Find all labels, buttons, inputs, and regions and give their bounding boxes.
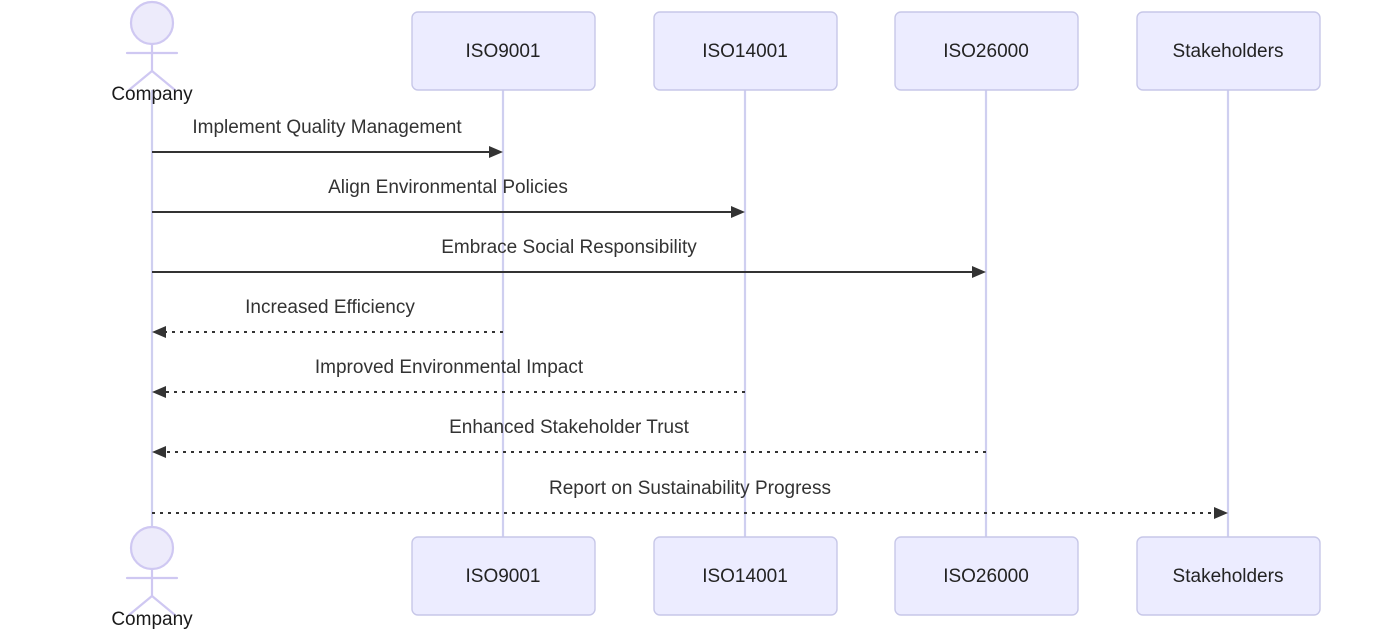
actor-head-icon xyxy=(129,0,175,46)
participant-box-iso9001-top[interactable]: ISO9001 xyxy=(411,11,596,91)
actor-leg-right-line xyxy=(150,69,177,92)
participant-box-rect xyxy=(1136,11,1321,91)
actor-leg-left-line xyxy=(127,594,154,617)
participant-boxes-top: ISO9001 ISO14001 ISO26000 Stakeholders xyxy=(411,11,1321,91)
actor-leg-left-line xyxy=(127,69,154,92)
participant-label-iso14001-top: ISO14001 xyxy=(702,41,788,62)
participant-box-rect xyxy=(653,11,838,91)
participant-box-rect xyxy=(411,536,596,616)
actor-label-company-top: Company xyxy=(111,84,193,105)
participant-label-iso26000-bottom: ISO26000 xyxy=(943,566,1029,587)
message-2[interactable]: Align Environmental Policies xyxy=(152,177,745,218)
message-label-5: Improved Environmental Impact xyxy=(315,357,584,378)
arrowhead-right-2 xyxy=(731,206,745,218)
participant-box-rect xyxy=(653,536,838,616)
participant-box-iso14001-top[interactable]: ISO14001 xyxy=(653,11,838,91)
participant-box-iso9001-bottom[interactable]: ISO9001 xyxy=(411,536,596,616)
participant-box-iso14001-bottom[interactable]: ISO14001 xyxy=(653,536,838,616)
participant-label-iso26000-top: ISO26000 xyxy=(943,41,1029,62)
participant-box-iso26000-bottom[interactable]: ISO26000 xyxy=(894,536,1079,616)
participant-box-stakeholders-bottom[interactable]: Stakeholders xyxy=(1136,536,1321,616)
participant-label-stakeholders-bottom: Stakeholders xyxy=(1173,566,1284,587)
participant-box-rect xyxy=(1136,536,1321,616)
participant-box-rect xyxy=(894,11,1079,91)
actor-company-bottom[interactable]: Company xyxy=(111,525,193,629)
message-5[interactable]: Improved Environmental Impact xyxy=(152,357,745,398)
participant-box-stakeholders-top[interactable]: Stakeholders xyxy=(1136,11,1321,91)
actor-label-company-bottom: Company xyxy=(111,609,193,629)
arrowhead-right-7 xyxy=(1214,507,1228,519)
message-7[interactable]: Report on Sustainability Progress xyxy=(152,478,1228,519)
actor-leg-right-line xyxy=(150,594,177,617)
arrowhead-left-6 xyxy=(152,446,166,458)
message-3[interactable]: Embrace Social Responsibility xyxy=(152,237,986,278)
participant-label-iso14001-bottom: ISO14001 xyxy=(702,566,788,587)
participant-box-iso26000-top[interactable]: ISO26000 xyxy=(894,11,1079,91)
participant-label-iso9001-top: ISO9001 xyxy=(466,41,541,62)
actor-head-icon xyxy=(129,525,175,571)
lifelines-group xyxy=(150,90,1230,537)
message-label-3: Embrace Social Responsibility xyxy=(441,237,697,258)
participant-boxes-bottom: ISO9001 ISO14001 ISO26000 Stakeholders xyxy=(411,536,1321,616)
message-1[interactable]: Implement Quality Management xyxy=(152,117,503,158)
participant-box-rect xyxy=(411,11,596,91)
arrowhead-left-4 xyxy=(152,326,166,338)
arrowhead-left-5 xyxy=(152,386,166,398)
message-label-4: Increased Efficiency xyxy=(245,297,415,318)
actor-company-top[interactable]: Company xyxy=(111,0,193,105)
message-label-7: Report on Sustainability Progress xyxy=(549,478,831,499)
message-6[interactable]: Enhanced Stakeholder Trust xyxy=(152,417,986,458)
message-label-2: Align Environmental Policies xyxy=(328,177,568,198)
participant-label-iso9001-bottom: ISO9001 xyxy=(466,566,541,587)
participant-box-rect xyxy=(894,536,1079,616)
participant-label-stakeholders-top: Stakeholders xyxy=(1173,41,1284,62)
message-label-1: Implement Quality Management xyxy=(192,117,462,138)
arrowhead-right-3 xyxy=(972,266,986,278)
arrowhead-right-1 xyxy=(489,146,503,158)
message-label-6: Enhanced Stakeholder Trust xyxy=(449,417,689,438)
message-4[interactable]: Increased Efficiency xyxy=(152,297,503,338)
